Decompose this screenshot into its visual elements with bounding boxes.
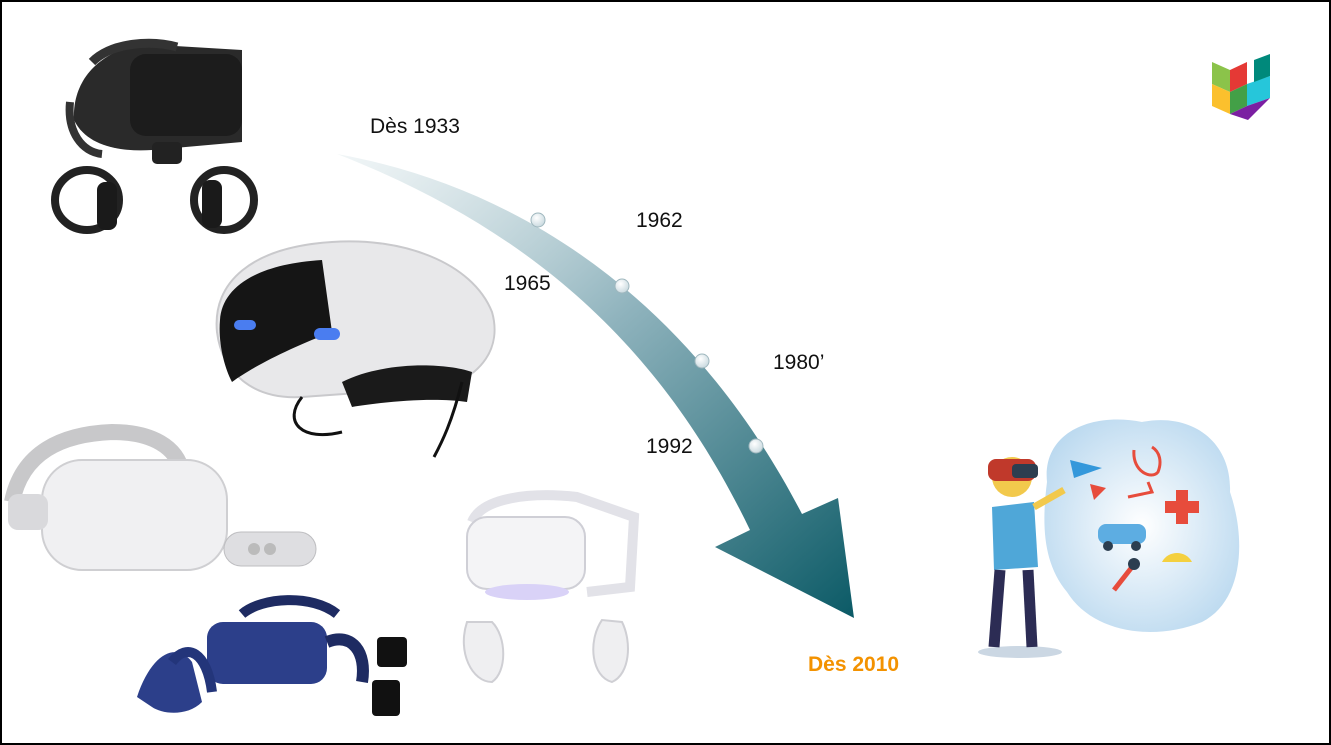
oculus-quest-2-headset-icon <box>462 490 640 684</box>
htc-vive-pro-headset-icon <box>137 595 407 716</box>
milestone-label-1965: 1965 <box>504 272 551 295</box>
oculus-go-headset-icon <box>4 423 317 571</box>
milestone-label-1992: 1992 <box>646 435 693 458</box>
milestone-dot <box>614 278 630 294</box>
milestone-dot <box>530 212 546 228</box>
timeline-start-label: Dès 1933 <box>370 115 460 138</box>
timeline-end-label: Dès 2010 <box>808 653 900 676</box>
milestone-dot <box>694 353 710 369</box>
milestone-label-1980: 1980’ <box>773 351 825 374</box>
milestone-label-1962: 1962 <box>636 209 683 232</box>
oculus-rift-headset-icon <box>51 38 258 234</box>
vr-user-illustration <box>978 419 1240 658</box>
milestone-dot <box>748 438 764 454</box>
logo-icon <box>1212 54 1270 120</box>
playstation-vr-headset-icon <box>215 240 496 458</box>
timeline-arrow <box>337 154 854 618</box>
